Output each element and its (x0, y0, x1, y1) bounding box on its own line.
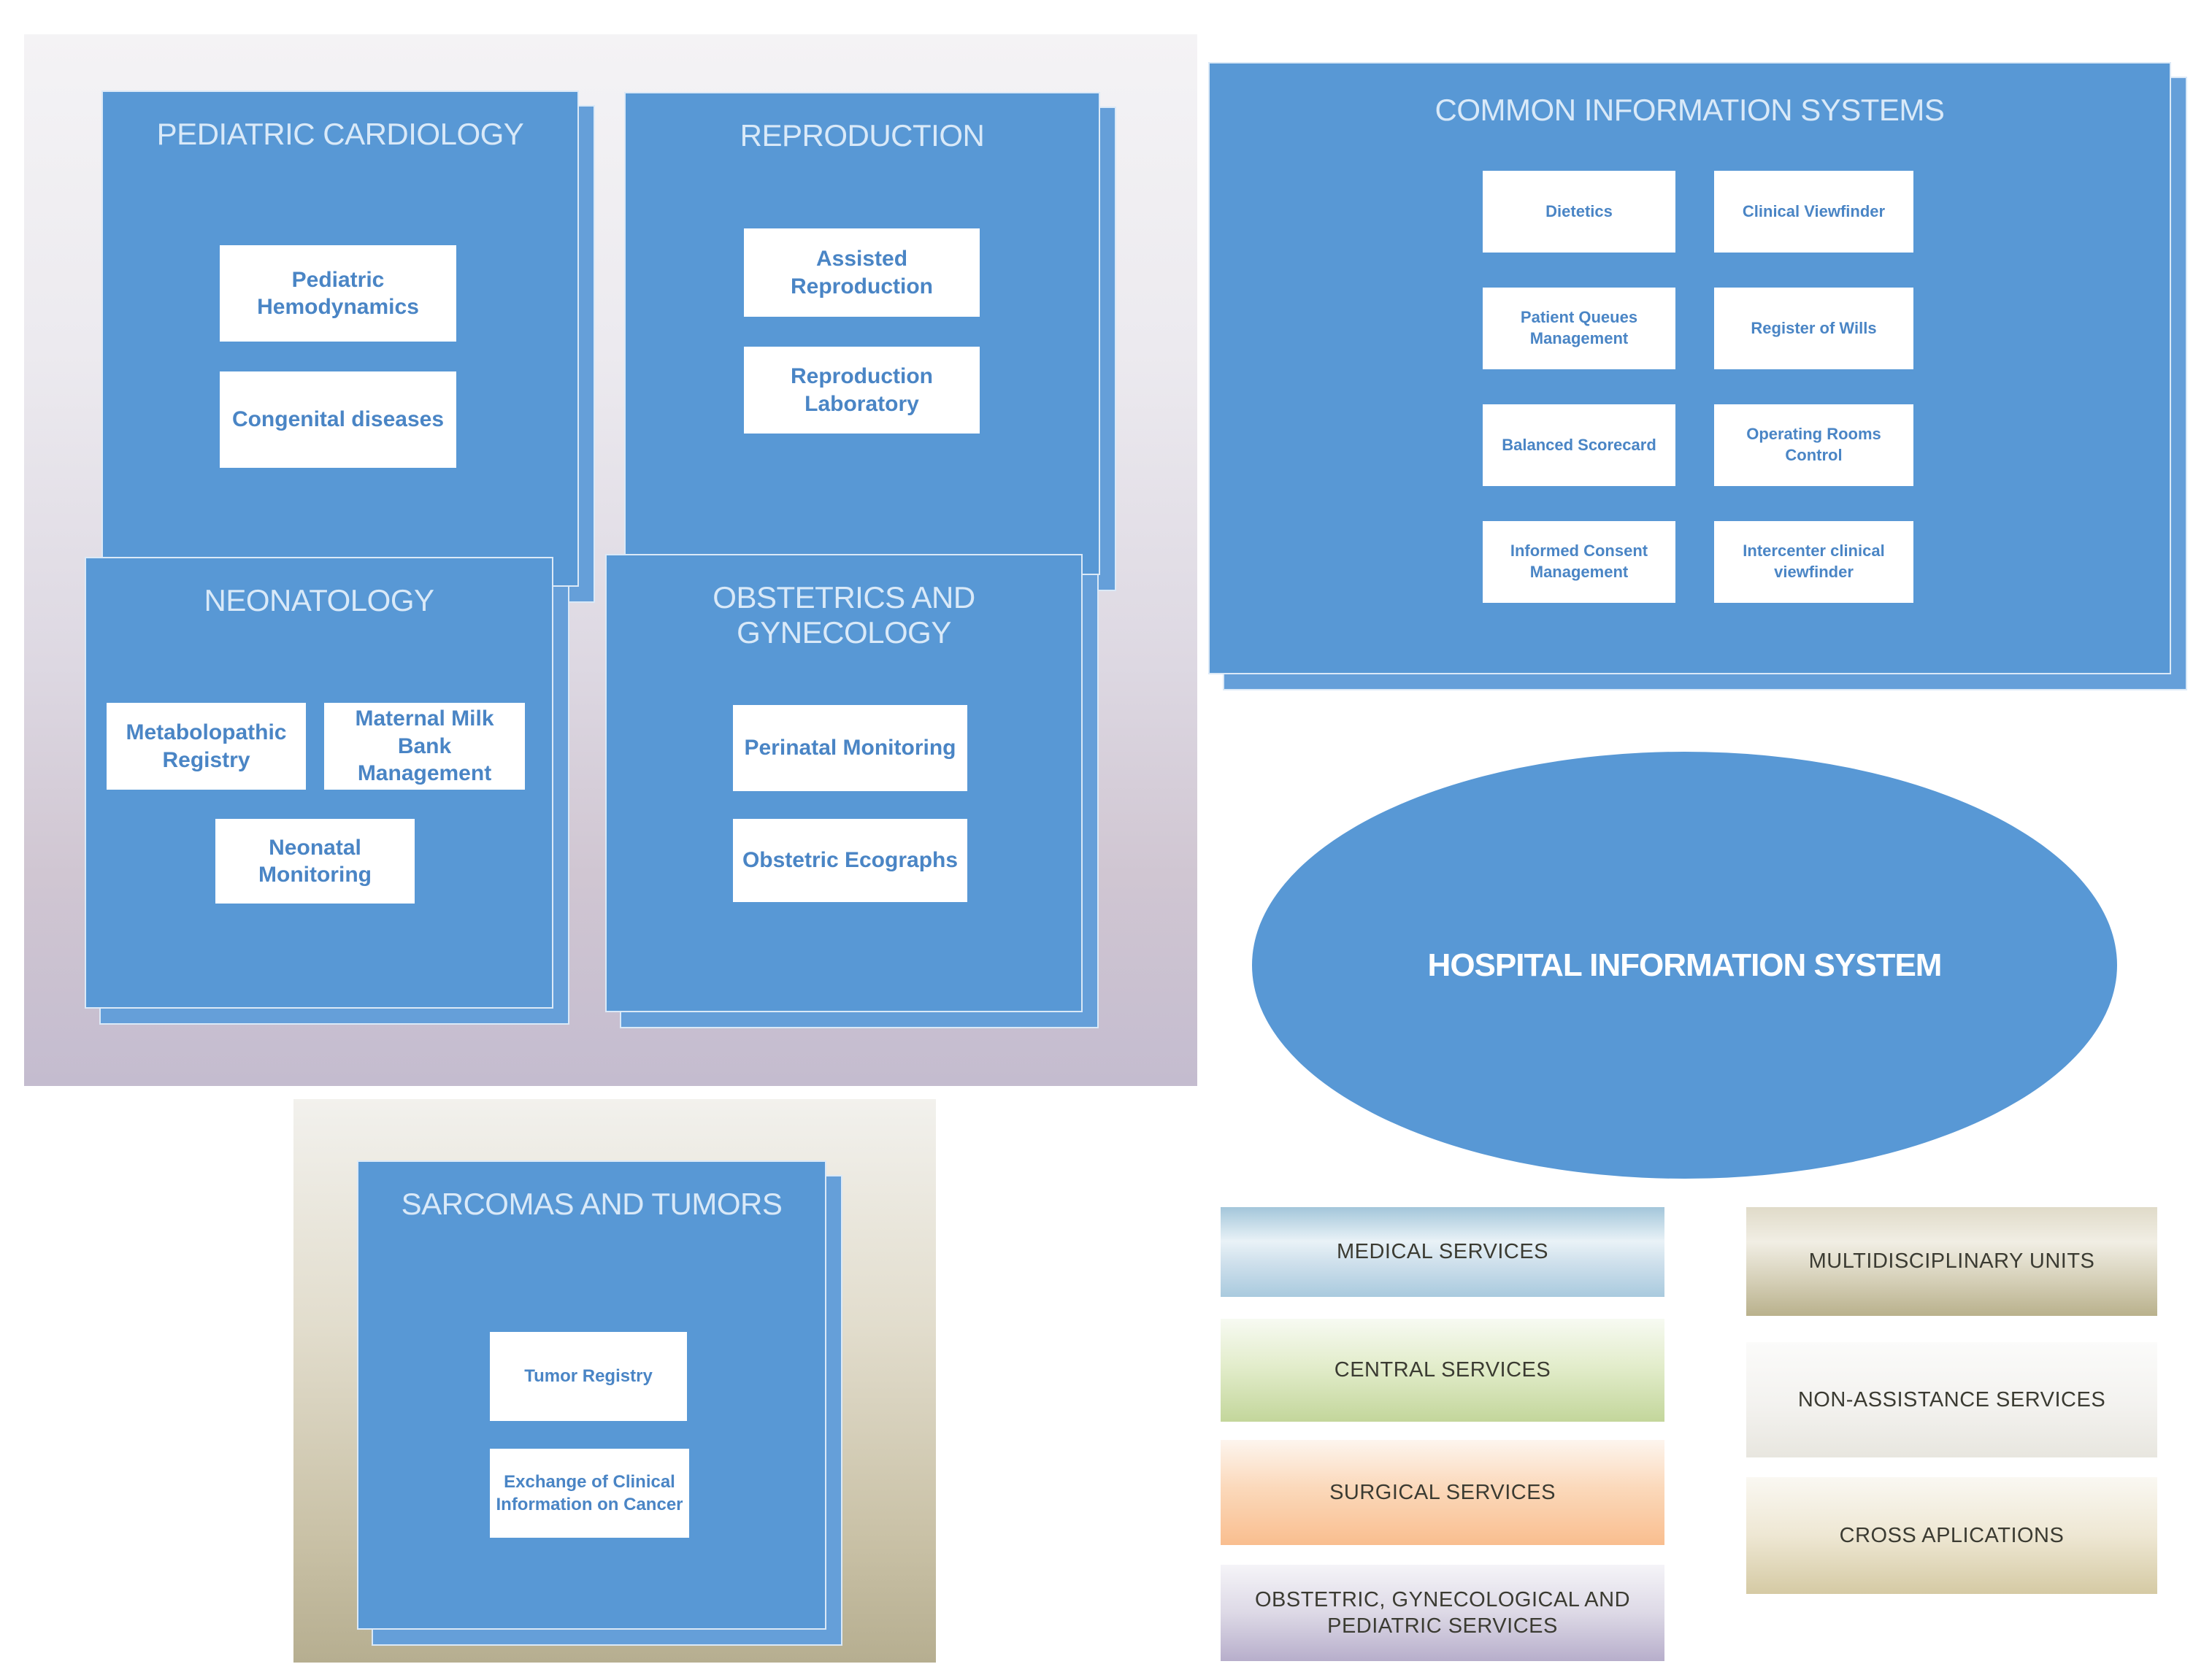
module-box-intercenter-clinical-viewfinder: Intercenter clinical viewfinder (1714, 521, 1913, 603)
module-box-obstetric-ecographs: Obstetric Ecographs (733, 819, 967, 902)
legend-label: MEDICAL SERVICES (1336, 1240, 1549, 1264)
hospital-information-system-ellipse: HOSPITAL INFORMATION SYSTEM (1252, 752, 2117, 1179)
group-title: SARCOMAS AND TUMORS (401, 1187, 783, 1221)
module-box-tumor-registry: Tumor Registry (490, 1332, 687, 1421)
legend-cross-aplications: CROSS APLICATIONS (1746, 1477, 2157, 1594)
group-box-obstetrics-gynecology: OBSTETRICS AND GYNECOLOGY Perinatal Moni… (605, 554, 1099, 1028)
legend-label: CENTRAL SERVICES (1334, 1358, 1551, 1382)
module-box-clinical-viewfinder: Clinical Viewfinder (1714, 171, 1913, 253)
module-box-assisted-reproduction: Assisted Reproduction (744, 228, 980, 317)
module-box-metabolopathic-registry: Metabolopathic Registry (107, 703, 306, 790)
group-title: REPRODUCTION (740, 118, 985, 153)
group-box-sarcomas-tumors: SARCOMAS AND TUMORS Tumor Registry Excha… (357, 1160, 842, 1646)
module-box-exchange-clinical-information-cancer: Exchange of Clinical Information on Canc… (490, 1449, 689, 1538)
legend-obstetric-gyn-pediatric-services: OBSTETRIC, GYNECOLOGICAL AND PEDIATRIC S… (1221, 1565, 1664, 1661)
obstetric-gyn-pediatric-panel: PEDIATRIC CARDIOLOGY Pediatric Hemodynam… (24, 34, 1197, 1086)
module-box-perinatal-monitoring: Perinatal Monitoring (733, 705, 967, 791)
legend-label: CROSS APLICATIONS (1839, 1523, 2065, 1547)
legend-medical-services: MEDICAL SERVICES (1221, 1207, 1664, 1297)
group-title: PEDIATRIC CARDIOLOGY (156, 117, 524, 151)
group-title: COMMON INFORMATION SYSTEMS (1435, 93, 1945, 127)
hub-label: HOSPITAL INFORMATION SYSTEM (1427, 947, 1943, 983)
module-box-dietetics: Dietetics (1483, 171, 1675, 253)
module-box-register-of-wills: Register of Wills (1714, 288, 1913, 369)
sarcomas-panel: SARCOMAS AND TUMORS Tumor Registry Excha… (293, 1099, 936, 1663)
module-box-maternal-milk-bank: Maternal Milk Bank Management (324, 703, 525, 790)
legend-multidisciplinary-units: MULTIDISCIPLINARY UNITS (1746, 1207, 2157, 1316)
legend-label: OBSTETRIC, GYNECOLOGICAL AND PEDIATRIC S… (1254, 1587, 1631, 1638)
legend-non-assistance-services: NON-ASSISTANCE SERVICES (1746, 1342, 2157, 1457)
module-box-reproduction-laboratory: Reproduction Laboratory (744, 347, 980, 434)
module-box-operating-rooms-control: Operating Rooms Control (1714, 404, 1913, 486)
legend-central-services: CENTRAL SERVICES (1221, 1319, 1664, 1422)
module-box-patient-queues-management: Patient Queues Management (1483, 288, 1675, 369)
module-box-balanced-scorecard: Balanced Scorecard (1483, 404, 1675, 486)
module-box-informed-consent-management: Informed Consent Management (1483, 521, 1675, 603)
group-title: OBSTETRICS AND GYNECOLOGY (713, 580, 975, 650)
legend-surgical-services: SURGICAL SERVICES (1221, 1440, 1664, 1545)
module-box-pediatric-hemodynamics: Pediatric Hemodynamics (220, 245, 456, 342)
module-box-congenital-diseases: Congenital diseases (220, 371, 456, 468)
group-box-neonatology: NEONATOLOGY Metabolopathic Registry Mate… (85, 557, 569, 1025)
group-box-common-information-systems: COMMON INFORMATION SYSTEMS Dietetics Cli… (1208, 62, 2187, 690)
module-box-neonatal-monitoring: Neonatal Monitoring (215, 819, 415, 904)
group-box-pediatric-cardiology: PEDIATRIC CARDIOLOGY Pediatric Hemodynam… (101, 90, 595, 603)
group-box-reproduction: REPRODUCTION Assisted Reproduction Repro… (624, 92, 1116, 591)
legend-label: MULTIDISCIPLINARY UNITS (1808, 1249, 2095, 1274)
legend-label: NON-ASSISTANCE SERVICES (1797, 1387, 2106, 1411)
legend-label: SURGICAL SERVICES (1329, 1480, 1556, 1504)
group-title: NEONATOLOGY (204, 583, 434, 617)
